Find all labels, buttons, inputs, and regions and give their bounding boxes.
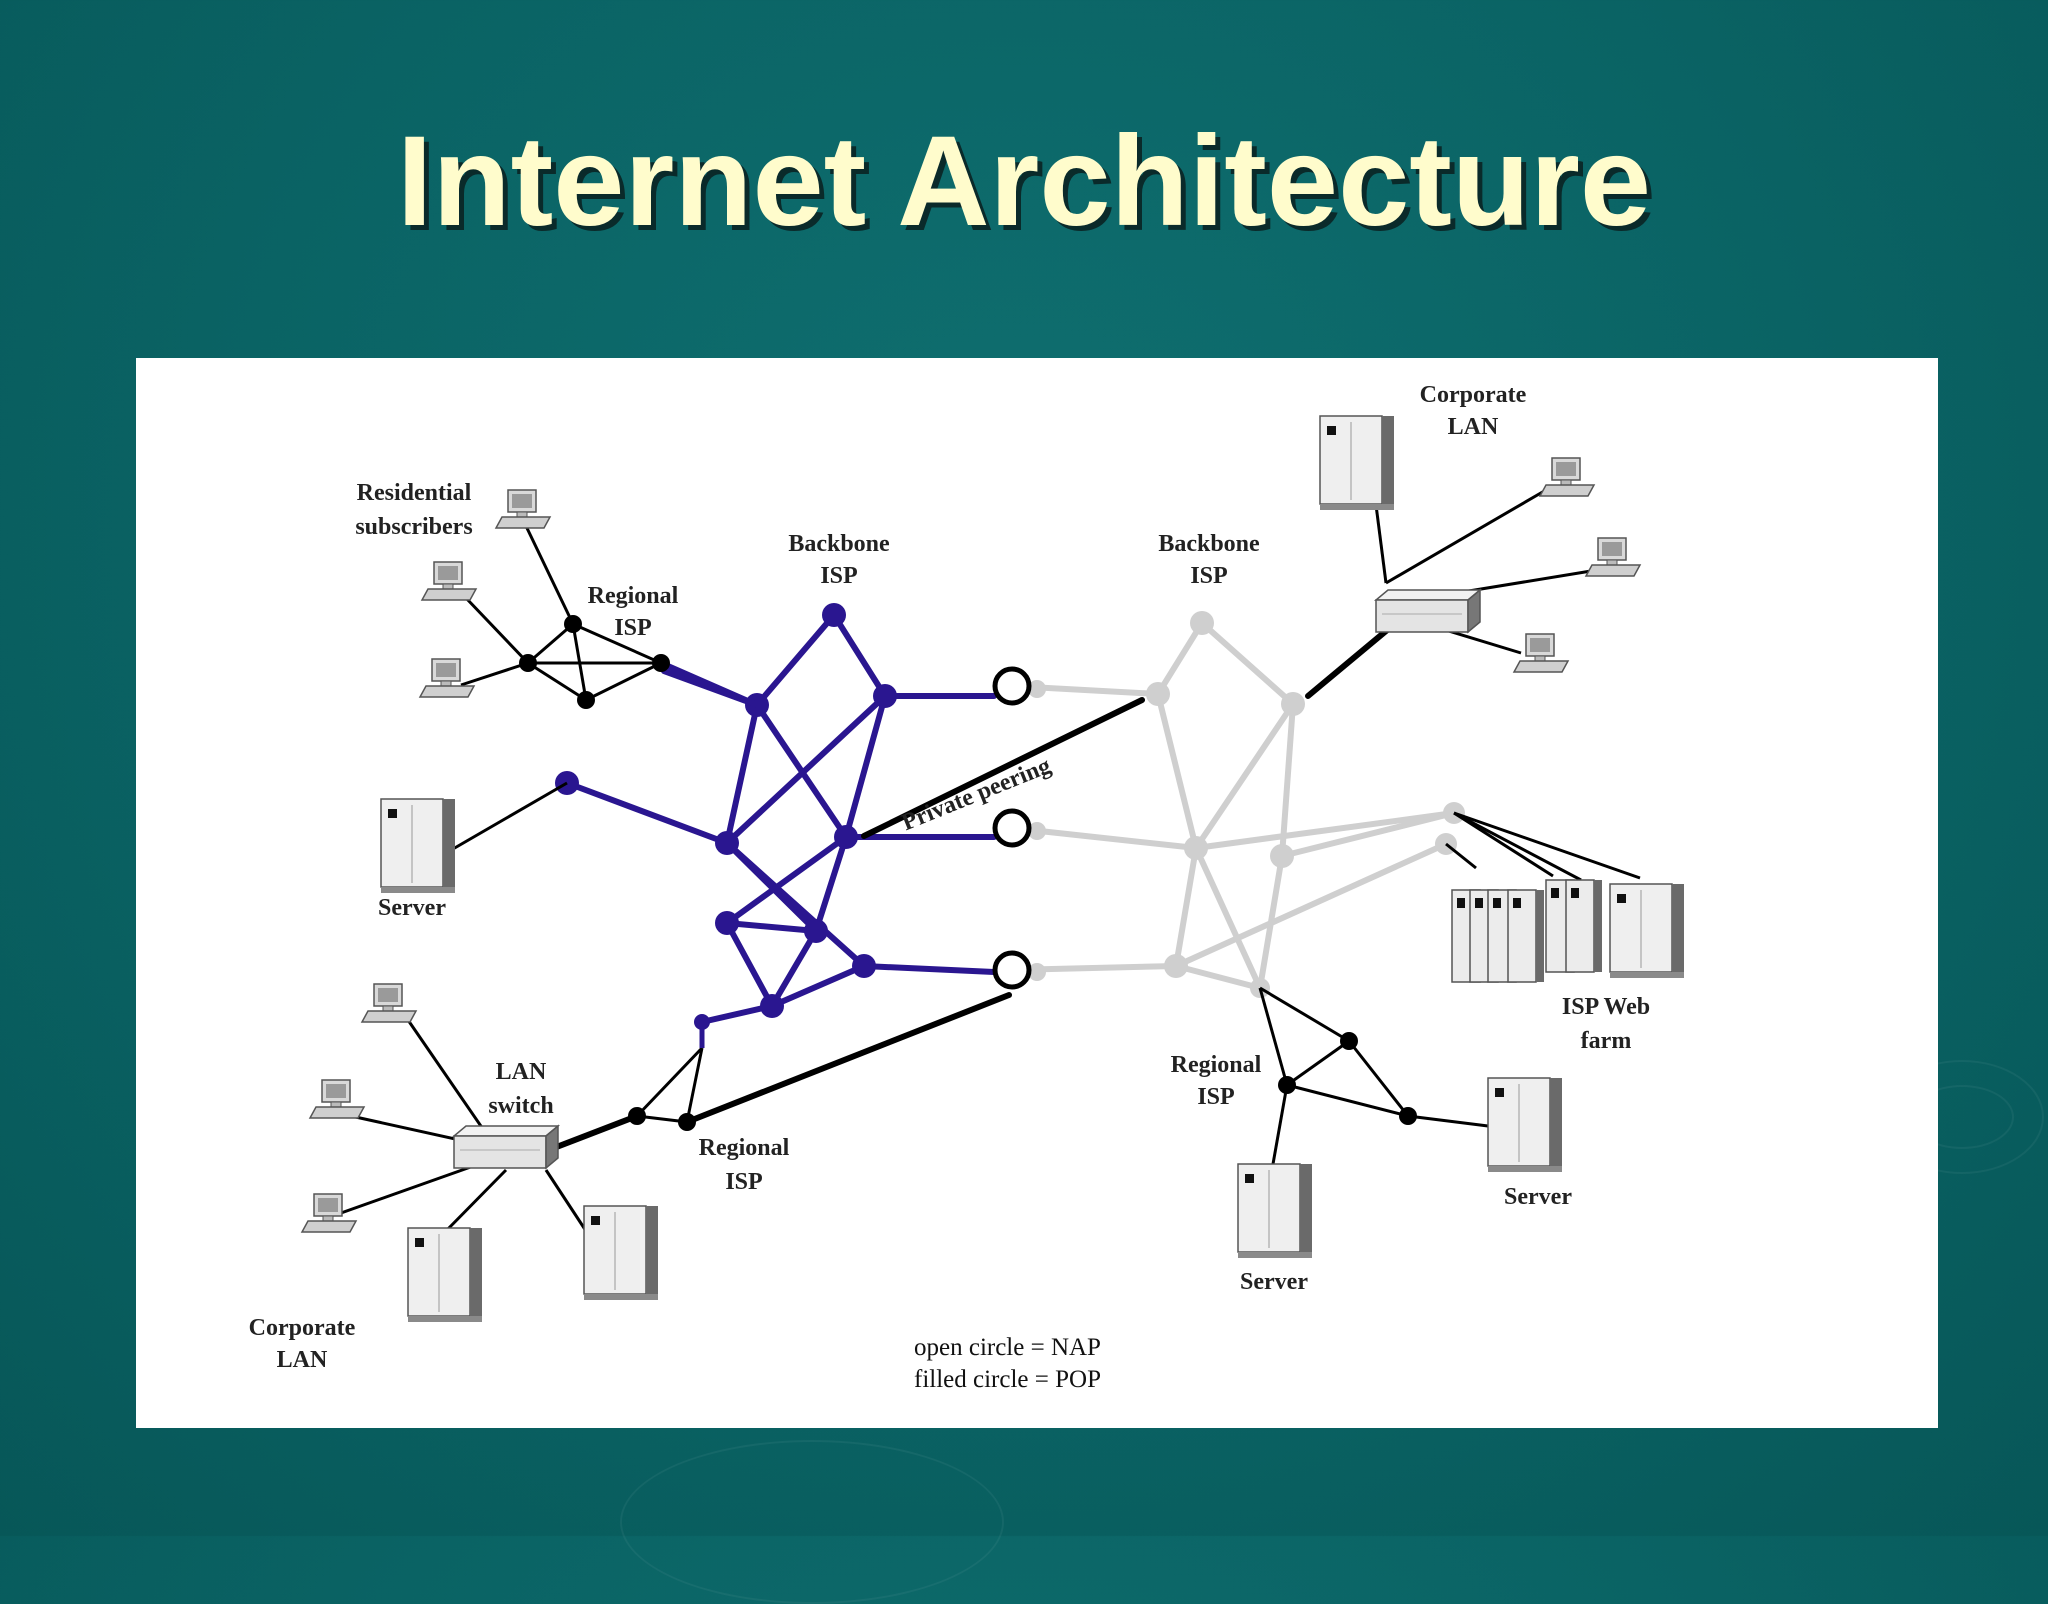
residential-pc-icon: [421, 561, 477, 601]
legend-filled-circle: filled circle = POP: [914, 1366, 1101, 1393]
backbone-isp-right-links: [1009, 620, 1457, 991]
regional-isp-top-left-pops: [519, 615, 670, 709]
corporate-pc-icon: [361, 983, 417, 1023]
corporate-pc-icon: [1539, 457, 1595, 497]
corporate-server-icon: [1319, 415, 1395, 511]
lan-switch-icon: [453, 1125, 559, 1169]
regional-isp-label-line2: ISP: [614, 615, 651, 641]
corporate-lan-top-label-line1: Corporate: [1420, 382, 1527, 408]
backbone-isp-left-label-line2: ISP: [820, 563, 857, 589]
regional-isp-bottom-left: [552, 1046, 704, 1151]
legend-open-circle: open circle = NAP: [914, 1334, 1101, 1361]
isp-web-farm-label-line2: farm: [1581, 1028, 1632, 1054]
private-peering-links: [684, 618, 1401, 1125]
corporate-lan-bottom-label-line1: Corporate: [249, 1315, 356, 1341]
diagram-canvas: Residential subscribers Regional ISP Bac…: [249, 382, 1685, 1393]
decorative-ripple: [620, 1440, 1004, 1604]
slide-title: Internet Architecture: [396, 110, 1652, 253]
corporate-pc-icon: [1585, 537, 1641, 577]
corporate-switch-icon: [1375, 589, 1481, 633]
backbone-isp-right-pops: [1028, 611, 1465, 998]
nap-top: [992, 666, 1032, 706]
isp-web-farm-label-line1: ISP Web: [1562, 994, 1650, 1020]
regional-isp-right-label-line2: ISP: [1197, 1084, 1234, 1110]
backbone-isp-left-pops: [555, 603, 897, 1030]
lan-switch-label-line2: switch: [488, 1093, 553, 1119]
server-left-link: [445, 781, 568, 855]
residential-label-line2: subscribers: [355, 514, 472, 540]
corporate-lan-top-label-line2: LAN: [1448, 414, 1499, 440]
nap-middle: [992, 808, 1032, 848]
backbone-isp-left-links: [564, 612, 997, 1025]
server-bottom-label: Server: [1240, 1269, 1308, 1295]
backbone-isp-left-label-line1: Backbone: [788, 531, 890, 557]
backbone-isp-right-label-line1: Backbone: [1158, 531, 1260, 557]
nap-open-circles: [992, 666, 1032, 990]
internet-architecture-diagram: Residential subscribers Regional ISP Bac…: [136, 358, 1938, 1428]
regional-isp-right-label-line1: Regional: [1171, 1052, 1262, 1078]
nap-bottom: [992, 950, 1032, 990]
lan-switch-label-line1: LAN: [496, 1059, 547, 1085]
corporate-pc-icon: [1513, 633, 1569, 673]
server-bottom-icon: [1237, 1163, 1313, 1259]
corporate-server-icon: [583, 1205, 659, 1301]
corporate-lan-bottom-label-line2: LAN: [277, 1347, 328, 1373]
regional-isp-bottom-right-pops: [1278, 1032, 1417, 1125]
corporate-pc-icon: [309, 1079, 365, 1119]
residential-label-line1: Residential: [357, 480, 472, 506]
isp-web-farm-icon: [1451, 879, 1685, 983]
server-right-icon: [1487, 1077, 1563, 1173]
private-peering-label: Private peering: [898, 753, 1054, 836]
corporate-pc-icon: [301, 1193, 357, 1233]
residential-pc-icon: [419, 658, 475, 698]
isp-web-farm-links: [1445, 811, 1641, 882]
regional-isp-bottom-label-line2: ISP: [725, 1169, 762, 1195]
server-left-label: Server: [378, 895, 446, 921]
regional-isp-bottom-label-line1: Regional: [699, 1135, 790, 1161]
server-right-label: Server: [1504, 1184, 1572, 1210]
residential-pc-icon: [495, 489, 551, 529]
regional-isp-bottom-right: [1258, 986, 1489, 1165]
corporate-server-icon: [407, 1227, 483, 1323]
backbone-isp-right-label-line2: ISP: [1190, 563, 1227, 589]
regional-isp-bottom-left-pops: [628, 1107, 696, 1131]
regional-isp-label-line1: Regional: [588, 583, 679, 609]
regional-isp-top-left: [460, 525, 759, 708]
server-left-icon: [380, 798, 456, 894]
